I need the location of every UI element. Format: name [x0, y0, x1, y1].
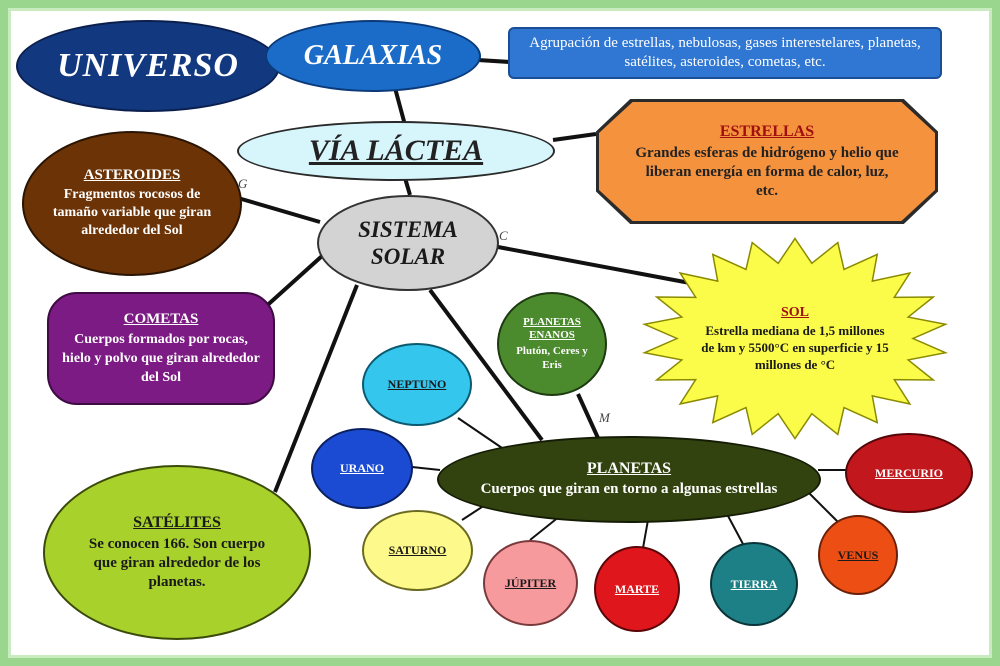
via-lactea-label: VÍA LÁCTEA [308, 134, 484, 167]
venus-node: VENUS [818, 515, 898, 595]
sol-burst-shape [641, 237, 949, 440]
galaxias-label: GALAXIAS [303, 40, 443, 71]
link-planetas-jupiter [529, 515, 561, 541]
link-letter-asteroides: G [238, 176, 248, 191]
urano-label: URANO [340, 461, 384, 475]
sistema-solar-line2: SOLAR [370, 244, 446, 269]
planetas-enanos-title: PLANETAS ENANOS [523, 316, 581, 341]
link-galaxias-via-lactea [393, 87, 407, 126]
estrellas-inner: ESTRELLAS Grandes esferas de hidrógeno y… [599, 102, 935, 221]
via-lactea-node: VÍA LÁCTEA [237, 121, 555, 181]
asteroides-node: ASTEROIDES Fragmentos rocosos de tamaño … [22, 131, 242, 276]
urano-node: URANO [311, 428, 413, 509]
satelites-node: SATÉLITES Se conocen 166. Son cuerpo que… [43, 465, 311, 640]
estrellas-node: ESTRELLAS Grandes esferas de hidrógeno y… [596, 99, 938, 224]
sol-burst [641, 237, 949, 440]
planetas-title: PLANETAS [586, 460, 672, 477]
link-planetas-tierra [726, 513, 744, 545]
galaxias-description-box: Agrupación de estrellas, nebulosas, gase… [508, 27, 942, 79]
link-planetas-venus [807, 491, 839, 523]
link-sistema-cometas [260, 254, 324, 312]
saturno-node: SATURNO [362, 510, 473, 591]
planetas-node: PLANETAS Cuerpos que giran en torno a al… [437, 436, 821, 523]
link-sistema-planetas [428, 288, 544, 442]
universo-node: UNIVERSO [16, 20, 280, 112]
cometas-title: COMETAS [123, 310, 199, 327]
sol-title: SOL [780, 305, 809, 320]
link-sistema-asteroides [237, 196, 321, 224]
tierra-node: TIERRA [710, 542, 798, 626]
jupiter-label: JÚPITER [504, 575, 557, 590]
planetas-enanos-node: PLANETAS ENANOS Plutón, Ceres y Eris [497, 292, 607, 396]
asteroides-description: Fragmentos rocosos de tamaño variable qu… [52, 187, 212, 238]
neptuno-node: NEPTUNO [362, 343, 472, 426]
asteroides-title: ASTEROIDES [83, 167, 181, 183]
satelites-description: Se conocen 166. Son cuerpo que giran alr… [88, 535, 266, 590]
link-planetas-enanos [576, 393, 600, 439]
cometas-description: Cuerpos formados por rocas, hielo y polv… [62, 331, 260, 385]
mercurio-label: MERCURIO [875, 465, 943, 480]
link-planetas-urano [411, 466, 441, 471]
galaxias-node: GALAXIAS [265, 20, 481, 92]
estrellas-description: Grandes esferas de hidrógeno y helio que… [635, 144, 899, 199]
universo-label: UNIVERSO [57, 47, 239, 84]
link-galaxias-box [477, 58, 511, 64]
jupiter-node: JÚPITER [483, 540, 578, 626]
estrellas-title: ESTRELLAS [719, 122, 815, 140]
link-planetas-neptuno [457, 417, 506, 451]
satelites-title: SATÉLITES [133, 513, 221, 531]
marte-label: MARTE [614, 581, 660, 596]
link-letter-planetas-enanos: M [599, 410, 610, 425]
marte-node: MARTE [594, 546, 680, 632]
sistema-solar-node: SISTEMA SOLAR [317, 195, 499, 291]
link-sistema-satelites [273, 284, 359, 493]
planetas-enanos-description: Plutón, Ceres y Eris [516, 345, 588, 371]
venus-label: VENUS [837, 547, 879, 562]
cometas-node: COMETAS Cuerpos formados por rocas, hiel… [47, 292, 275, 405]
sol-node: SOL Estrella mediana de 1,5 millones de … [700, 280, 890, 398]
galaxias-description: Agrupación de estrellas, nebulosas, gase… [529, 35, 921, 70]
saturno-label: SATURNO [388, 543, 447, 557]
link-sistema-sol [497, 245, 691, 285]
neptuno-label: NEPTUNO [387, 377, 447, 391]
link-letter-sol: C [499, 228, 508, 243]
mercurio-node: MERCURIO [845, 433, 973, 513]
planetas-description: Cuerpos que giran en torno a algunas est… [480, 481, 778, 497]
link-via-lactea-estrellas [552, 132, 597, 142]
link-planetas-marte [642, 519, 649, 549]
tierra-label: TIERRA [730, 576, 778, 591]
sol-description: Estrella mediana de 1,5 millones de km y… [701, 323, 889, 372]
sistema-solar-line1: SISTEMA [358, 217, 458, 242]
